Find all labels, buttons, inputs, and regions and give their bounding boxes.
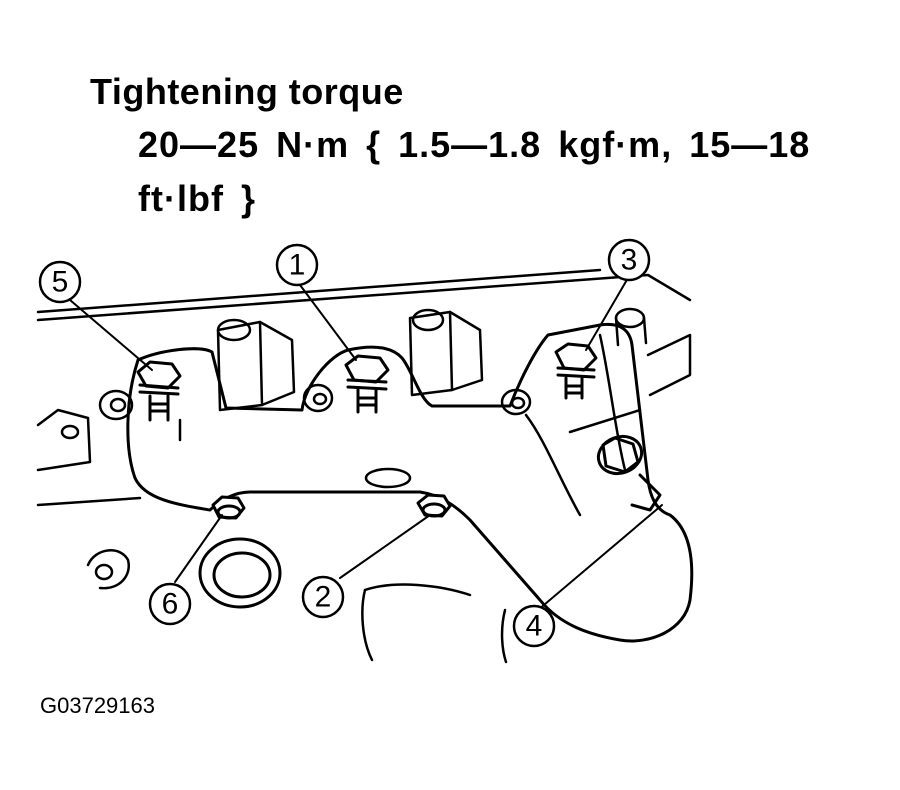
loose-washer bbox=[86, 549, 131, 590]
nut-1 bbox=[344, 354, 390, 414]
nut-5 bbox=[136, 360, 182, 422]
torque-spec-line-2: ft·lbf } bbox=[138, 178, 256, 219]
exhaust-manifold-body bbox=[126, 322, 694, 643]
manifold-surface-detail bbox=[178, 333, 627, 517]
torque-spec-line-1: 20—25 N·m { 1.5—1.8 kgf·m, 15—18 bbox=[138, 124, 811, 165]
callout-2: 2 bbox=[301, 575, 345, 619]
nut-2 bbox=[416, 493, 452, 518]
cylinder-head-outline bbox=[36, 268, 692, 507]
callout-6: 6 bbox=[148, 582, 192, 626]
callout-6-label: 6 bbox=[162, 588, 179, 621]
heading: Tightening torque bbox=[90, 71, 404, 112]
callout-1-label: 1 bbox=[289, 249, 306, 282]
callout-4: 4 bbox=[512, 604, 556, 648]
head-bolt-bosses bbox=[216, 307, 648, 412]
torque-spec: 20—25 N·m { 1.5—1.8 kgf·m, 15—18 ft·lbf … bbox=[138, 118, 878, 226]
head-stud-holes bbox=[60, 383, 532, 440]
callout-2-label: 2 bbox=[315, 581, 332, 614]
callout-5-label: 5 bbox=[52, 266, 69, 299]
gasket-ring bbox=[198, 537, 282, 609]
nut-6 bbox=[211, 495, 246, 520]
callout-4-label: 4 bbox=[526, 610, 543, 643]
callout-leaders bbox=[69, 277, 663, 611]
nut-3 bbox=[554, 342, 598, 400]
callout-3: 3 bbox=[607, 238, 651, 282]
figure-code: G03729163 bbox=[40, 693, 155, 718]
callout-5: 5 bbox=[38, 260, 82, 304]
exhaust-pipe bbox=[361, 583, 508, 664]
outlet-flange-nut bbox=[596, 434, 662, 512]
callout-3-label: 3 bbox=[621, 244, 638, 277]
callout-1: 1 bbox=[275, 243, 319, 287]
